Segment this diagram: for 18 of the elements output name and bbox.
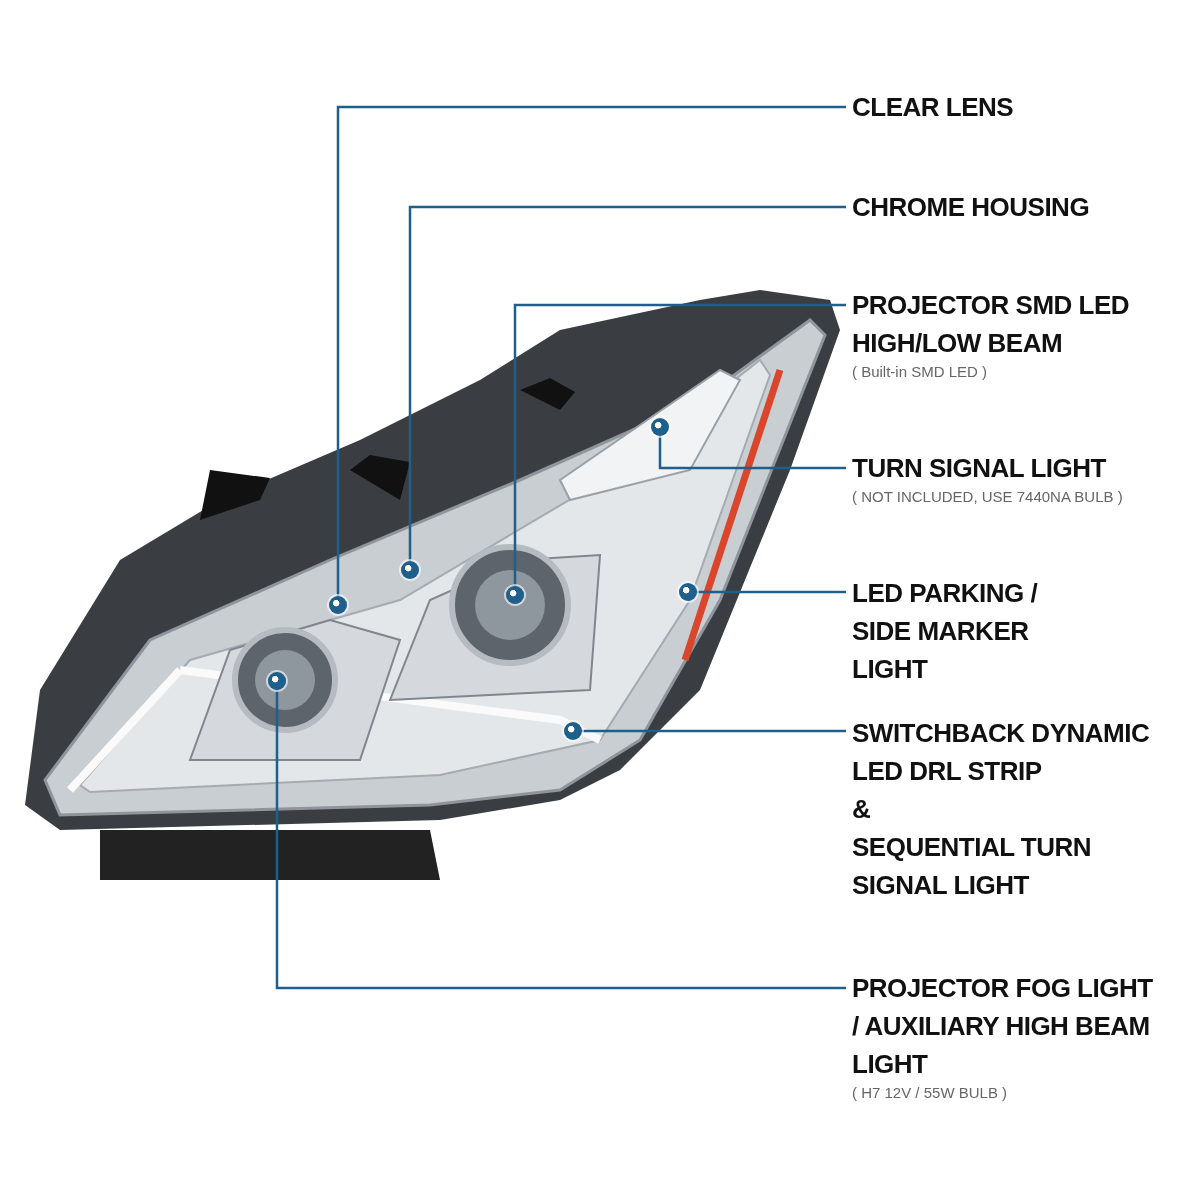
leader-line <box>697 590 846 594</box>
callout-label: LED PARKING / SIDE MARKER LIGHT <box>852 577 1039 686</box>
callout-note: ( NOT INCLUDED, USE 7440NA BULB ) <box>852 487 1124 507</box>
leader-line <box>408 205 846 561</box>
callout-label: PROJECTOR SMD LED HIGH/LOW BEAM <box>852 289 1131 360</box>
callout-label: PROJECTOR FOG LIGHT / AUXILIARY HIGH BEAM LIGHT <box>852 972 1154 1081</box>
callout-label: CLEAR LENS <box>852 91 1015 124</box>
callout-note: ( Built-in SMD LED ) <box>852 362 989 382</box>
leader-line <box>275 690 846 990</box>
callout-label: SWITCHBACK DYNAMIC LED DRL STRIP <box>852 717 1151 788</box>
callout-label: TURN SIGNAL LIGHT <box>852 452 1107 485</box>
callout-label: SEQUENTIAL TURN SIGNAL LIGHT <box>852 831 1093 902</box>
leader-line <box>658 436 846 470</box>
leader-line <box>336 105 846 596</box>
callout-note: ( H7 12V / 55W BULB ) <box>852 1083 1009 1103</box>
callout-label: CHROME HOUSING <box>852 191 1091 224</box>
leader-line <box>582 729 846 733</box>
callout-label: & <box>852 793 872 826</box>
